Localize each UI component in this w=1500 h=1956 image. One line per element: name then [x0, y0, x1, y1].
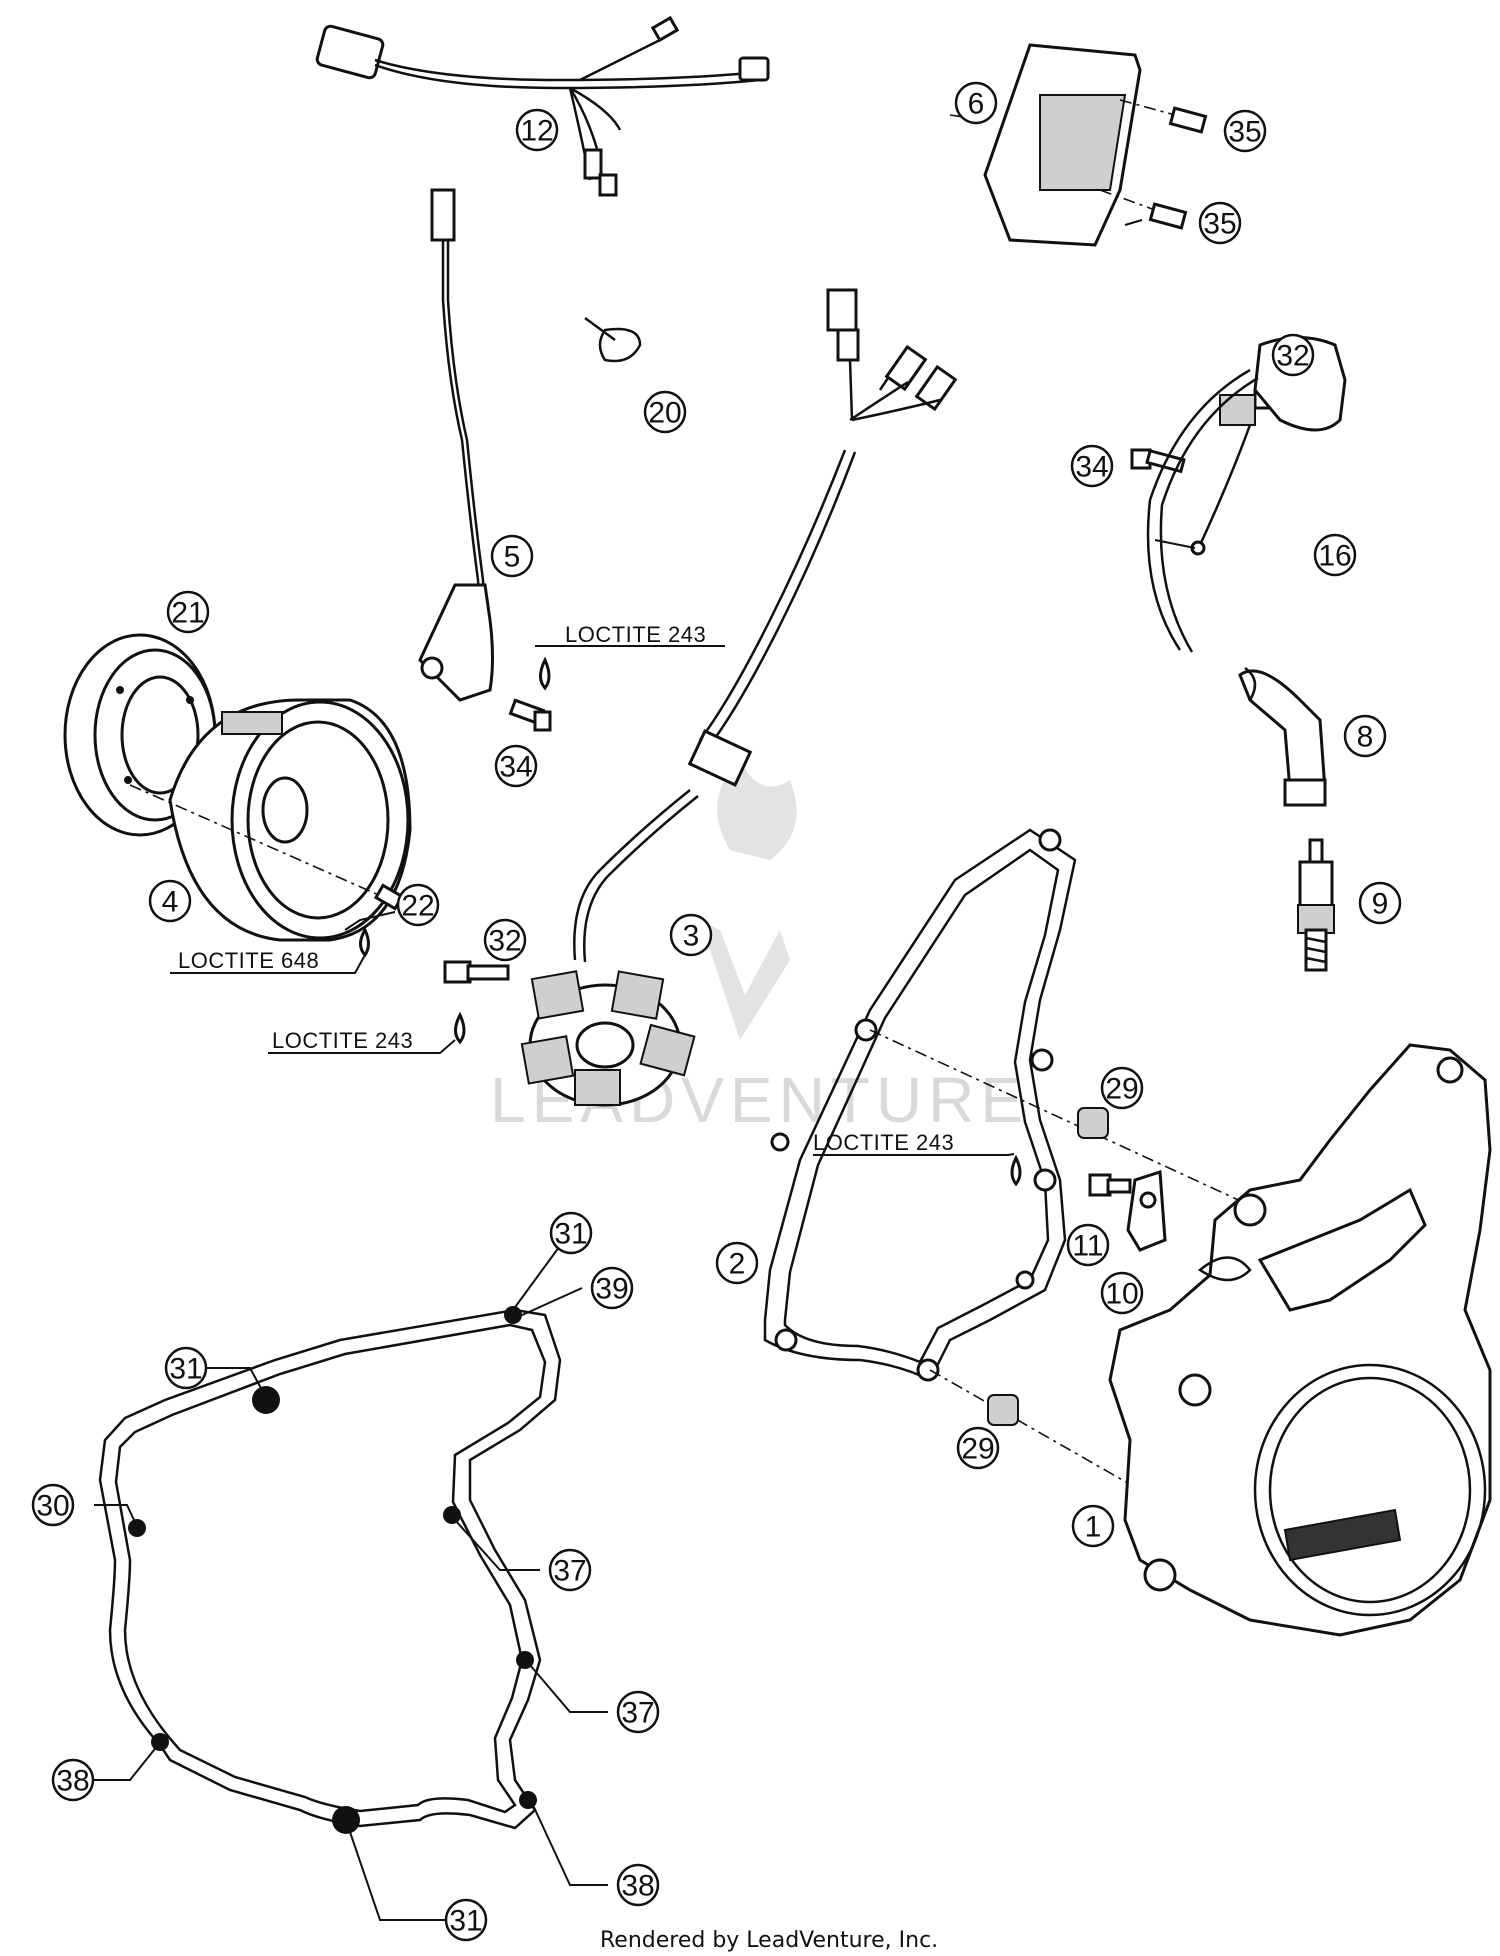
callout-38-right: 38: [616, 1863, 660, 1907]
svg-text:34: 34: [499, 751, 532, 784]
callout-11: 11: [1066, 1223, 1110, 1267]
svg-text:39: 39: [595, 1273, 628, 1306]
svg-text:35: 35: [1203, 208, 1236, 241]
callout-38-left: 38: [51, 1758, 95, 1802]
callout-31-bottom: 31: [444, 1898, 488, 1942]
callout-37-upper: 37: [548, 1548, 592, 1592]
dowel-sleeve-29-upper: [1077, 1107, 1109, 1139]
svg-text:3: 3: [683, 920, 700, 953]
callout-10: 10: [1100, 1271, 1144, 1315]
ignition-coil-16: [1146, 336, 1347, 653]
cover-gasket-2: [763, 828, 1261, 1491]
svg-text:29: 29: [961, 1433, 994, 1466]
svg-text:35: 35: [1228, 116, 1261, 149]
svg-text:37: 37: [553, 1555, 586, 1588]
svg-text:16: 16: [1318, 540, 1351, 573]
svg-text:10: 10: [1105, 1278, 1138, 1311]
callout-20: 20: [643, 390, 687, 434]
svg-text:32: 32: [488, 925, 521, 958]
footer-credit: Rendered by LeadVenture, Inc.: [600, 1928, 938, 1953]
callout-8: 8: [1343, 714, 1387, 758]
spark-plug-9: [1297, 838, 1335, 972]
callouts: 1 2 3 4 5 6 8 9 10 11 12 16 20 21 22 29 …: [31, 81, 1402, 1942]
callout-1: 1: [1071, 1504, 1115, 1548]
cable-guide-10: [1126, 1169, 1167, 1252]
callout-6: 6: [954, 81, 998, 125]
dowel-sleeve-29-lower: [987, 1394, 1019, 1426]
note-loctite-243-c: LOCTITE 243: [813, 1130, 954, 1155]
callout-3: 3: [669, 913, 713, 957]
gasket-detail: [98, 1306, 562, 1834]
svg-text:31: 31: [169, 1353, 202, 1386]
note-loctite-243-a: LOCTITE 243: [565, 622, 706, 647]
svg-text:37: 37: [621, 1697, 654, 1730]
callout-30: 30: [31, 1483, 75, 1527]
svg-text:1: 1: [1085, 1511, 1102, 1544]
cable-tie-20: [584, 316, 642, 363]
svg-text:34: 34: [1075, 451, 1108, 484]
svg-text:20: 20: [648, 397, 681, 430]
ignition-cover-1: [1108, 1043, 1492, 1637]
bolt-11: [1010, 1154, 1132, 1197]
svg-text:32: 32: [1276, 340, 1309, 373]
svg-text:31: 31: [554, 1218, 587, 1251]
flywheel-4: [129, 698, 412, 942]
callout-35-upper: 35: [1223, 109, 1267, 153]
callout-12: 12: [515, 108, 559, 152]
svg-text:31: 31: [449, 1905, 482, 1938]
wiring-harness-12: [315, 15, 770, 197]
callout-37-lower: 37: [616, 1690, 660, 1734]
svg-text:22: 22: [401, 890, 434, 923]
svg-text:9: 9: [1372, 888, 1389, 921]
svg-text:21: 21: [171, 597, 204, 630]
svg-text:5: 5: [504, 541, 521, 574]
callout-21: 21: [166, 590, 210, 634]
svg-text:8: 8: [1357, 721, 1374, 754]
callout-31-left: 31: [164, 1346, 208, 1390]
callout-16: 16: [1313, 533, 1357, 577]
cdi-unit-6: [949, 43, 1208, 247]
svg-text:11: 11: [1072, 1230, 1103, 1263]
callout-9: 9: [1358, 881, 1402, 925]
note-loctite-648: LOCTITE 648: [178, 948, 319, 973]
callout-39: 39: [590, 1266, 634, 1310]
callout-34-right: 34: [1070, 444, 1114, 488]
pickup-sensor-5: [418, 188, 494, 702]
svg-text:6: 6: [968, 88, 985, 121]
callout-2: 2: [715, 1241, 759, 1285]
svg-text:38: 38: [621, 1870, 654, 1903]
callout-29-lower: 29: [956, 1426, 1000, 1470]
callout-32-left: 32: [483, 918, 527, 962]
svg-text:30: 30: [36, 1490, 69, 1523]
callout-35-lower: 35: [1198, 201, 1242, 245]
note-loctite-243-b: LOCTITE 243: [272, 1028, 413, 1053]
callout-32-right: 32: [1271, 333, 1315, 377]
callout-29-upper: 29: [1100, 1066, 1144, 1110]
svg-text:29: 29: [1105, 1073, 1138, 1106]
svg-text:4: 4: [162, 886, 179, 919]
bolt-34-left: [508, 656, 552, 732]
bolt-32-left: [443, 960, 510, 1045]
callout-22: 22: [396, 883, 440, 927]
svg-text:38: 38: [56, 1765, 89, 1798]
callout-5: 5: [490, 534, 534, 578]
svg-text:2: 2: [729, 1248, 746, 1281]
callout-4: 4: [148, 879, 192, 923]
callout-31-top: 31: [549, 1211, 593, 1255]
spark-plug-cap-8: [1238, 666, 1327, 807]
stator-3: [520, 288, 958, 1107]
callout-34-left: 34: [494, 744, 538, 788]
svg-text:12: 12: [520, 115, 553, 148]
